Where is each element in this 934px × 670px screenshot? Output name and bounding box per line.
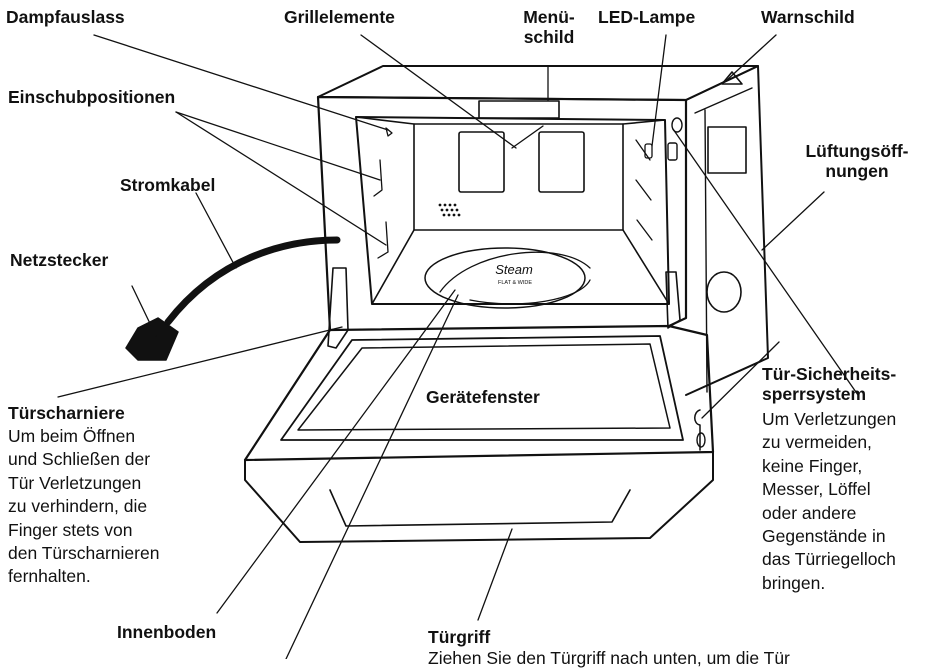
shelf-runner-left — [373, 159, 389, 259]
control-dial-icon — [706, 271, 742, 313]
door-window-inner — [297, 343, 671, 431]
label-lueftungsoeffnungen: Lüftungsöff- nungen — [784, 141, 930, 181]
label-menueschild: Menü- schild — [505, 7, 593, 47]
label-tuerscharniere: Türscharniere — [8, 403, 125, 423]
label-einschubpositionen: Einschubpositionen — [8, 87, 176, 107]
hinge-right — [665, 271, 681, 329]
vent-dots-icon — [438, 203, 461, 217]
power-plug-icon — [125, 317, 179, 361]
oven-top-surface — [317, 65, 759, 101]
label-sperrsystem-line1: Tür-Sicherheits- — [762, 364, 897, 384]
door-handle — [329, 489, 631, 527]
cavity-right-edge — [622, 119, 670, 305]
grill-element-right — [538, 131, 585, 193]
desc-tuerscharniere-line: Finger stets von — [8, 519, 133, 540]
label-led-lampe: LED-Lampe — [598, 7, 696, 27]
label-dampfauslass: Dampfauslass — [6, 7, 125, 27]
label-menueschild-line2: schild — [523, 27, 575, 47]
label-warnschild: Warnschild — [761, 7, 855, 27]
label-sperrsystem: Tür-Sicherheits- sperrsystem — [762, 364, 896, 404]
desc-sperrsystem-line: Um Verletzungen — [762, 409, 897, 429]
desc-tuerscharniere-line: zu verhindern, die — [8, 496, 148, 517]
grill-element-left — [458, 131, 505, 193]
label-tuergriff: Türgriff — [428, 627, 491, 647]
label-grillelemente: Grillelemente — [284, 7, 395, 27]
label-sperrsystem-line2: sperrsystem — [762, 384, 867, 404]
steam-logo: Steam — [495, 262, 533, 277]
cavity-back-wall — [413, 123, 624, 231]
desc-sperrsystem-line: bringen. — [762, 572, 826, 593]
door-window-outer — [280, 335, 684, 441]
label-lueftung-line1: Lüftungsöff- — [805, 141, 909, 161]
desc-tuerscharniere-line: den Türscharnieren — [8, 543, 160, 564]
warning-sign-icon — [721, 71, 743, 85]
label-netzstecker: Netzstecker — [10, 250, 109, 270]
door-hook-icon — [694, 409, 701, 451]
desc-sperrsystem-line: Messer, Löffel — [762, 479, 871, 500]
oven-side-panel-inner — [694, 87, 753, 114]
label-lueftung-line2: nungen — [825, 161, 889, 181]
desc-sperrsystem-line: zu vermeiden, — [762, 432, 872, 453]
door-front-edge — [244, 451, 714, 543]
desc-sperrsystem-line: keine Finger, — [762, 455, 863, 476]
desc-sperrsystem-line: das Türriegelloch — [762, 549, 896, 570]
control-display-icon — [707, 126, 747, 174]
label-innenboden: Innenboden — [117, 622, 217, 642]
power-cable — [164, 236, 341, 326]
desc-tuerscharniere: Um beim Öffnen und Schließen der Tür Ver… — [8, 425, 159, 589]
desc-tuerscharniere-line: und Schließen der — [8, 449, 151, 470]
desc-tuerscharniere-line: Um beim Öffnen — [8, 426, 136, 446]
door-hook-base — [696, 432, 706, 448]
desc-tuerscharniere-line: Tür Verletzungen — [8, 472, 142, 493]
desc-sperrsystem: Um Verletzungen zu vermeiden, keine Fing… — [762, 408, 896, 595]
steam-plate — [424, 247, 586, 309]
desc-tuerscharniere-line: fernhalten. — [8, 566, 91, 587]
cavity-left-edge — [355, 116, 415, 305]
shelf-runner-right — [635, 139, 653, 241]
door-lock-hole-upper — [671, 117, 683, 133]
desc-sperrsystem-line: Gegenstände in — [762, 526, 886, 547]
led-lamp-icon — [644, 143, 653, 159]
desc-sperrsystem-line: oder andere — [762, 502, 857, 523]
menu-plate — [478, 100, 560, 119]
oven-side-panel — [685, 65, 769, 396]
steam-plate-swirl — [439, 251, 591, 305]
label-stromkabel: Stromkabel — [120, 175, 216, 195]
steam-logo-sub: FLAT & WIDE — [498, 280, 532, 286]
hinge-left — [327, 267, 349, 349]
steam-vent-icon — [385, 127, 393, 137]
label-menueschild-line1: Menü- — [523, 7, 575, 27]
label-geraetefenster: Gerätefenster — [426, 387, 540, 407]
door-outer — [243, 324, 715, 462]
leader-lines — [57, 34, 859, 659]
door-lock-hole-lower — [667, 142, 678, 161]
